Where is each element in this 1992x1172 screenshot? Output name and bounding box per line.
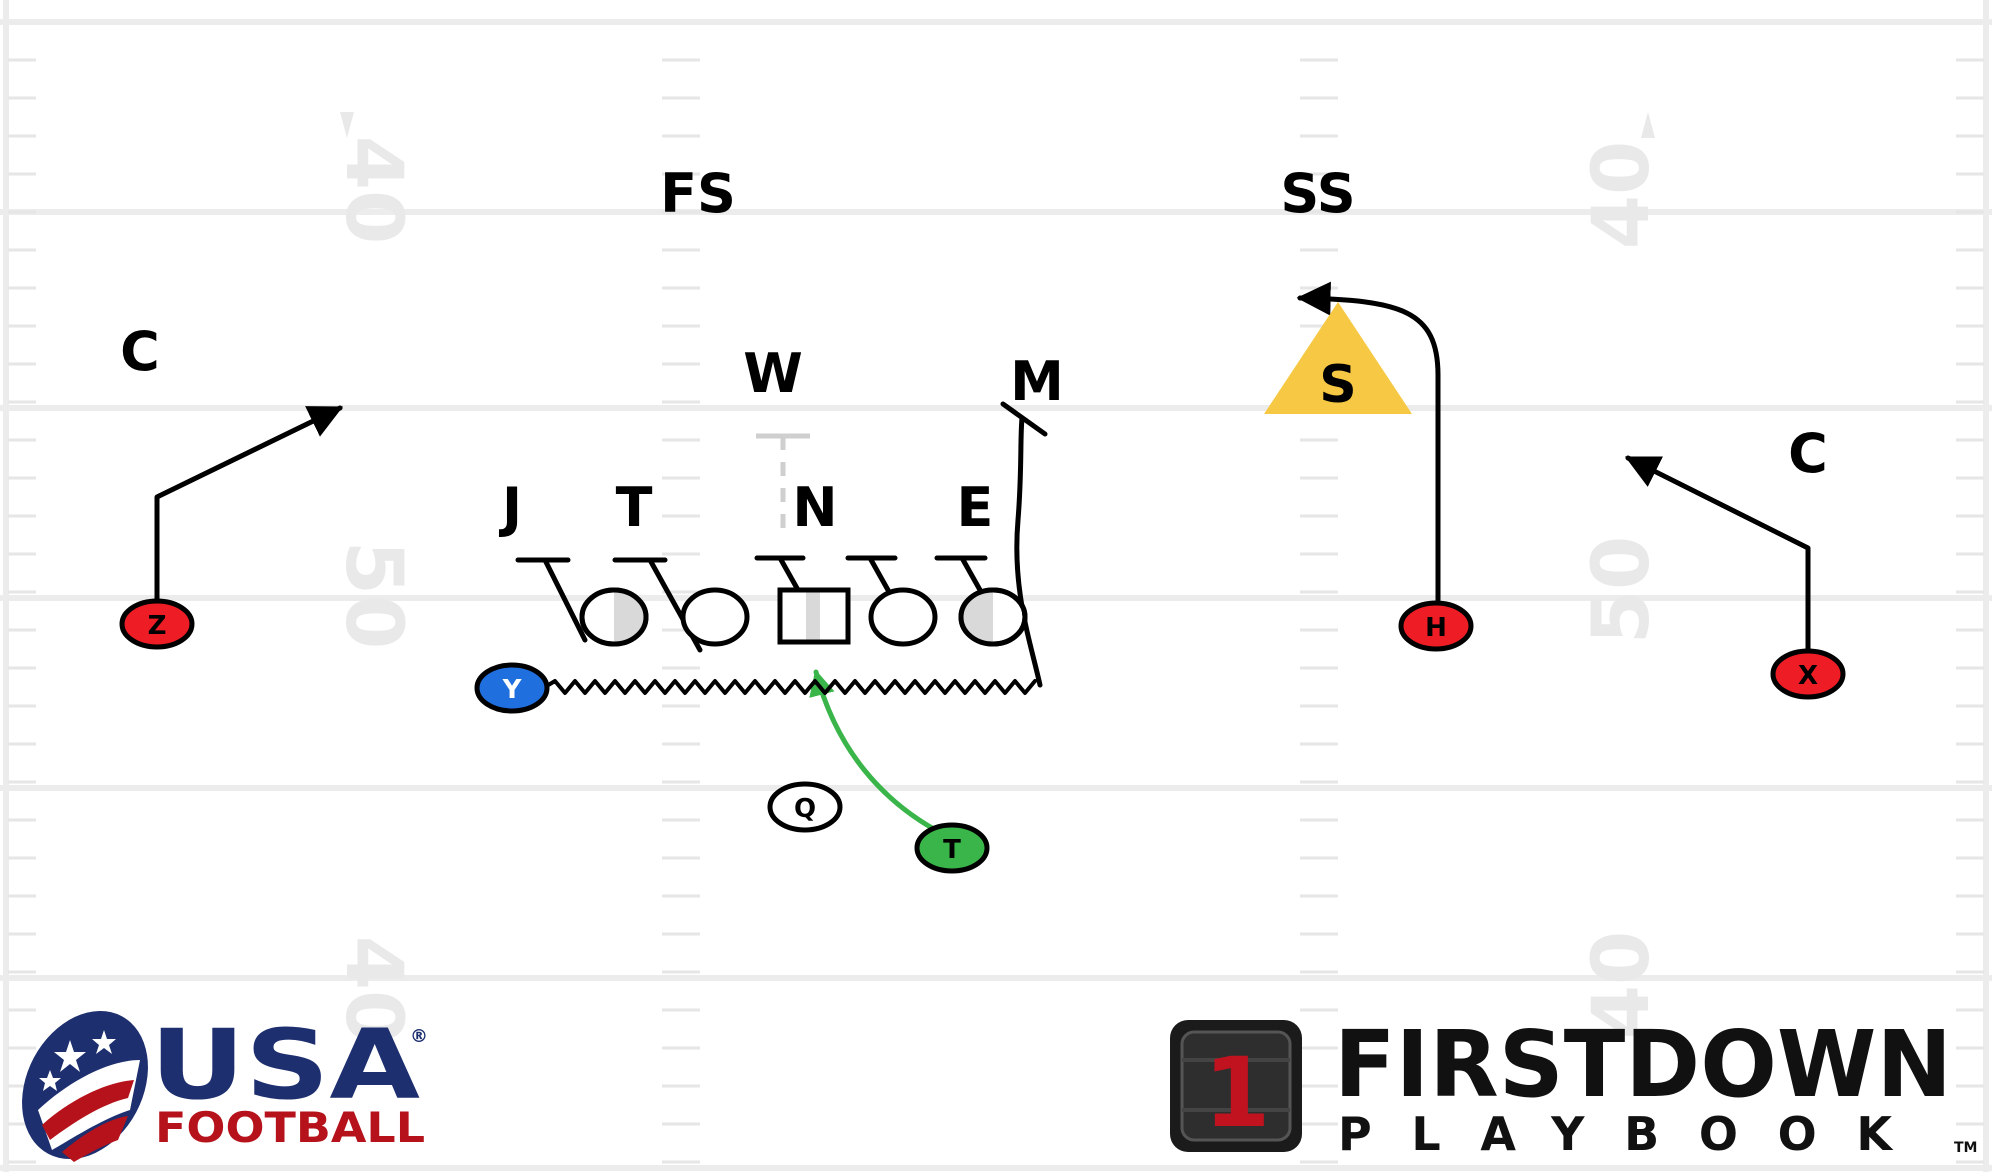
ol-right-guard: [868, 587, 938, 647]
label-j: J: [498, 476, 522, 539]
ol-right-tackle: [958, 587, 1028, 647]
sam-label: S: [1319, 355, 1356, 415]
svg-text:T: T: [943, 835, 961, 865]
yard-number: 50: [1577, 536, 1667, 645]
yard-number: 40: [328, 136, 418, 245]
w-assignment: [756, 433, 810, 530]
yard-arrow: [1641, 112, 1655, 138]
football-flag-icon: [22, 1010, 148, 1162]
slant-j: [542, 557, 588, 643]
block-line-right: [1014, 415, 1043, 688]
offensive-line: [579, 587, 1028, 647]
usa-wordmark: USA: [150, 1009, 420, 1121]
yard-number: 40: [1577, 931, 1667, 1040]
svg-text:1: 1: [1204, 1037, 1271, 1149]
firstdown-wordmark: FIRSTDOWN: [1334, 1011, 1952, 1118]
firstdown-playbook-logo: 1 FIRSTDOWN PLAYBOOK TM: [1170, 1011, 1977, 1161]
label-n: N: [792, 476, 837, 539]
player-z: Z: [119, 598, 195, 650]
label-c-left: C: [120, 320, 160, 383]
sam-marker: S: [1264, 302, 1412, 415]
svg-text:Q: Q: [794, 794, 816, 824]
yard-numbers: 40 50 40 40 50 40: [328, 112, 1667, 1044]
ol-left-tackle: [579, 587, 649, 647]
player-x: X: [1770, 648, 1846, 700]
label-m: M: [1010, 350, 1064, 413]
ol-left-guard: [680, 587, 750, 647]
label-ss: SS: [1280, 162, 1355, 225]
football-wordmark: FOOTBALL: [155, 1103, 425, 1152]
route-h: [1296, 281, 1441, 603]
label-e: E: [957, 476, 994, 539]
label-w: W: [743, 342, 803, 405]
player-t: T: [914, 822, 990, 874]
player-h: H: [1398, 600, 1474, 652]
route-t-green: [809, 669, 958, 843]
yard-number: 40: [1577, 141, 1667, 250]
yard-number: 50: [328, 541, 418, 650]
defense-labels: FS SS C C W M J T N E: [120, 162, 1828, 539]
svg-text:Z: Z: [148, 611, 167, 641]
usa-football-logo: USA ® FOOTBALL: [22, 1009, 428, 1162]
offense-players: Z Y Q T H X: [119, 598, 1846, 874]
trademark-mark: TM: [1954, 1140, 1977, 1156]
routes: [154, 281, 1811, 843]
svg-text:X: X: [1798, 661, 1818, 691]
route-y-block: [543, 679, 1037, 695]
label-fs: FS: [660, 162, 736, 225]
ol-center: [777, 587, 851, 645]
label-t: T: [616, 476, 653, 539]
sam-triangle: [1264, 302, 1412, 414]
route-z: [154, 405, 344, 613]
slant-e1: [867, 555, 891, 593]
svg-text:Y: Y: [502, 675, 523, 705]
route-x: [1624, 455, 1811, 655]
player-y: Y: [474, 662, 550, 714]
yard-arrow: [340, 112, 354, 138]
player-q: Q: [767, 781, 843, 833]
slant-e2: [959, 555, 983, 593]
block-tee-m: [1000, 401, 1048, 437]
yard-number: 40: [328, 936, 418, 1045]
playbook-wordmark: PLAYBOOK: [1338, 1107, 1946, 1161]
firstdown-badge-icon: 1: [1170, 1020, 1302, 1152]
usa-registered-mark: ®: [410, 1026, 428, 1047]
label-c-right: C: [1788, 422, 1828, 485]
slant-n: [777, 555, 801, 593]
svg-text:H: H: [1425, 613, 1447, 643]
